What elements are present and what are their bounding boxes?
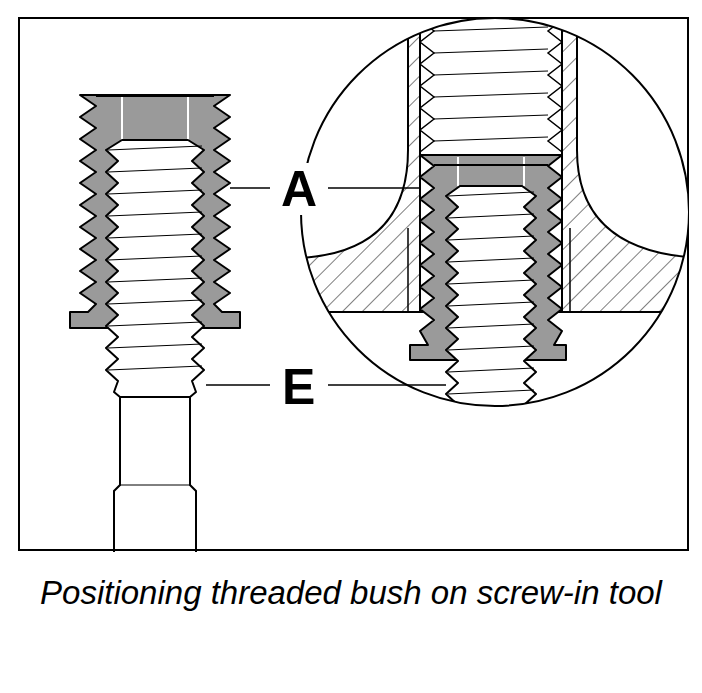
caption-box: Positioning threaded bush on screw-in to… (0, 570, 702, 616)
detail-view (290, 18, 688, 420)
leader-lines (206, 188, 446, 385)
detail-circle (301, 18, 688, 406)
tool-thread (106, 140, 204, 397)
callout-letter: E (279, 361, 318, 413)
callout-letter: A (278, 163, 320, 215)
screw-in-tool (114, 392, 196, 552)
bush-bore-lines (122, 96, 188, 140)
caption: Positioning threaded bush on screw-in to… (31, 570, 671, 616)
thread-lines (108, 146, 202, 370)
